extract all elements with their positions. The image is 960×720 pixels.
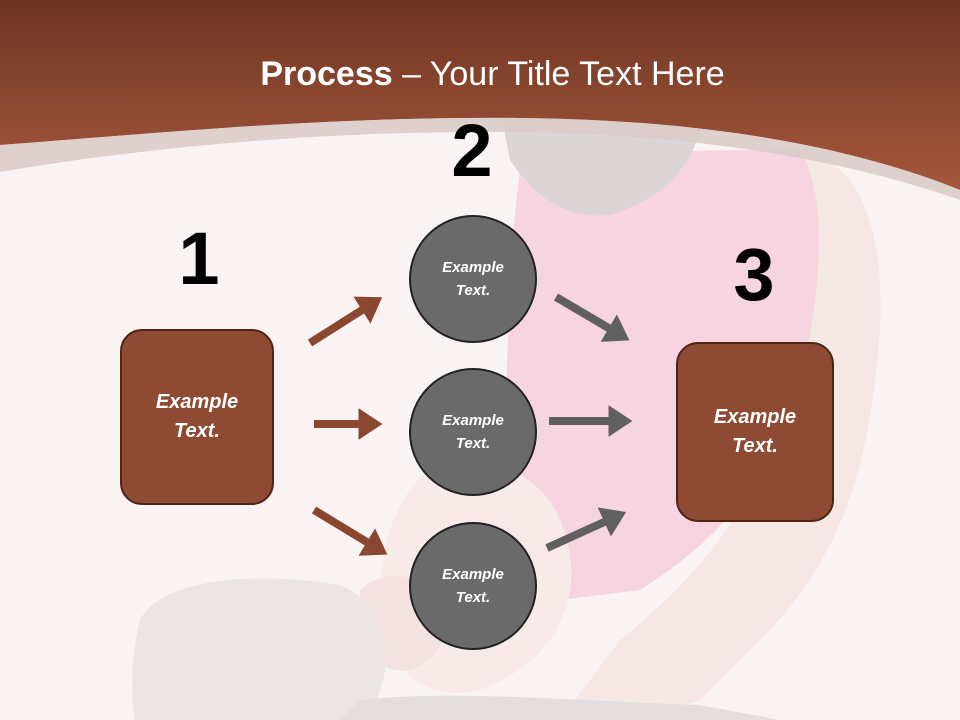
step-3-box-text: Example Text.: [714, 403, 796, 461]
circle-middle-line1: Example: [442, 412, 504, 429]
step-2-circle-middle: Example Text.: [409, 368, 537, 496]
header-band: [0, 0, 960, 200]
step-2-circle-top: Example Text.: [409, 215, 537, 343]
circle-bottom-line2: Text.: [455, 589, 491, 606]
title-bold: Process: [260, 55, 393, 93]
step-3-box-line2: Text.: [732, 435, 778, 457]
title-rest: – Your Title Text Here: [392, 55, 725, 93]
circle-top-line1: Example: [442, 259, 504, 276]
arrow-bottom-to-3: [545, 507, 627, 552]
step-number-3: 3: [733, 233, 775, 316]
arrow-1-to-bottom: [311, 506, 388, 556]
step-3-box-line1: Example: [713, 406, 797, 428]
step-3-box: Example Text.: [676, 342, 834, 522]
step-number-1: 1: [178, 217, 220, 300]
step-number-2: 2: [451, 109, 493, 192]
slide-title: Process – Your Title Text Here: [0, 52, 960, 96]
circle-bottom-line1: Example: [442, 566, 504, 583]
step-1-box-line1: Example: [155, 391, 239, 413]
step-1-box: Example Text.: [120, 329, 274, 505]
step-2-circle-bottom: Example Text.: [409, 522, 537, 650]
step-1-box-line2: Text.: [174, 420, 220, 442]
step-1-box-text: Example Text.: [156, 388, 238, 446]
arrow-1-to-top: [307, 296, 383, 347]
circle-top-line2: Text.: [455, 282, 491, 299]
arrow-top-to-3: [553, 293, 630, 342]
circle-middle-line2: Text.: [455, 435, 491, 452]
